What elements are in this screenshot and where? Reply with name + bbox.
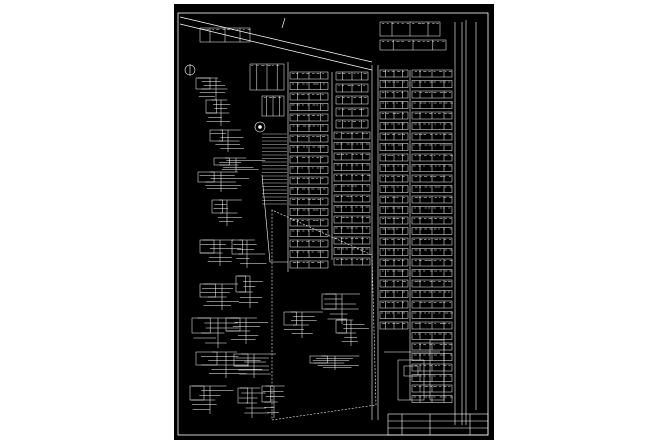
east-road bbox=[454, 20, 477, 425]
pump-station bbox=[384, 339, 445, 401]
building-rows-central bbox=[333, 71, 371, 266]
sheet-frame bbox=[177, 12, 489, 436]
building-rows-west bbox=[289, 71, 329, 269]
detail-notes-central bbox=[283, 293, 369, 370]
title-block bbox=[387, 413, 489, 436]
well-symbol-icon bbox=[254, 121, 266, 133]
detail-box bbox=[283, 311, 297, 326]
main-road bbox=[179, 16, 373, 71]
top-right-buildings bbox=[199, 21, 447, 117]
detail-box bbox=[211, 199, 223, 214]
detail-box bbox=[209, 129, 223, 142]
parking-strip bbox=[262, 133, 287, 205]
detail-box bbox=[231, 239, 243, 255]
open-land-parcel bbox=[261, 174, 377, 421]
building-rows-east bbox=[379, 69, 453, 403]
north-arrow-icon bbox=[184, 64, 196, 76]
detail-notes-west bbox=[189, 77, 285, 418]
inner-streets bbox=[287, 62, 411, 420]
